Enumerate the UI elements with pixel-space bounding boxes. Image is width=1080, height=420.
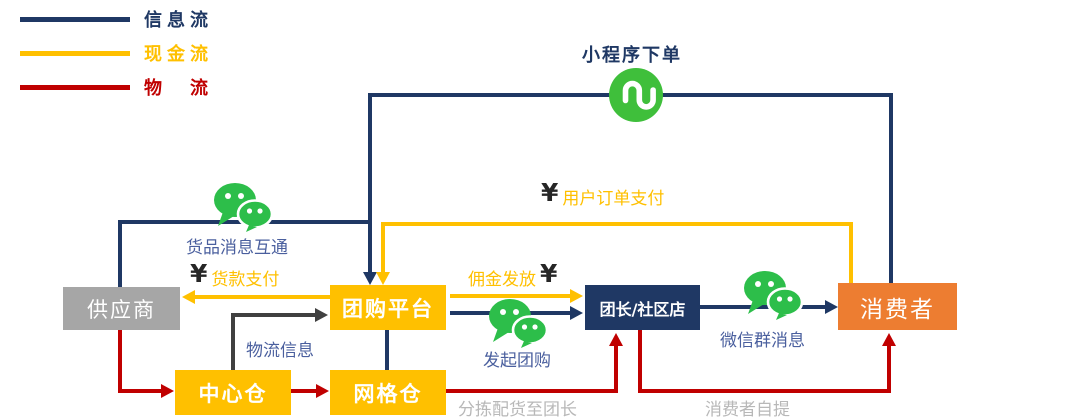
wechat-icon: [211, 181, 274, 236]
logistics-line-up-to-consumer: [887, 345, 891, 391]
logistics-info-line-up: [231, 313, 235, 370]
info-flow-line-swatch: [20, 16, 130, 22]
goods-payment-label: ¥ 货款支付: [190, 259, 280, 290]
wechat-icon: [741, 269, 804, 324]
info-line-into-platform: [368, 93, 372, 272]
logistics-info-line-right: [231, 313, 315, 317]
logistics-line-up-to-leader: [614, 345, 618, 391]
info-line-wechat-group: [700, 305, 825, 309]
self-pickup-label: 消费者自提: [705, 400, 790, 420]
wechat-group-message-label: 微信群消息: [720, 331, 805, 351]
yen-icon: ¥: [540, 259, 558, 288]
node-central-warehouse: 中心仓: [175, 370, 291, 415]
arrowhead-info-into-platform: [363, 272, 377, 285]
legend-label: 物 流: [144, 78, 213, 99]
arrowhead-wechat-group: [825, 300, 838, 314]
logistics-line-grid-right: [446, 389, 618, 393]
arrowhead-to-consumer: [882, 333, 896, 346]
yen-icon: ¥: [541, 178, 559, 207]
node-supplier: 供应商: [63, 287, 180, 330]
yen-icon: ¥: [190, 259, 208, 288]
cash-flow-line-swatch: [20, 50, 130, 56]
arrowhead-commission: [570, 289, 583, 303]
info-line-consumer-up: [889, 93, 893, 283]
logistics-flow-line-swatch: [20, 84, 130, 90]
legend-item-logistics-flow: 物 流: [20, 74, 213, 100]
node-consumer: 消费者: [838, 283, 957, 330]
logistics-line-pickup-right: [638, 389, 891, 393]
legend-label: 现金流: [144, 44, 213, 65]
arrowhead-order-payment-into-platform: [376, 272, 390, 285]
legend-item-cash-flow: 现金流: [20, 40, 213, 66]
arrowhead-to-leader: [609, 333, 623, 346]
cash-line-commission: [450, 294, 570, 298]
logistics-line-to-central: [118, 389, 161, 393]
cash-line-into-platform: [381, 222, 385, 272]
mini-program-order-label: 小程序下单: [582, 45, 682, 66]
info-line-supplier-up: [118, 220, 122, 287]
node-groupbuy-platform: 团购平台: [330, 285, 446, 330]
cash-line-goods-payment: [195, 295, 330, 299]
arrowhead-initiate-groupbuy: [570, 306, 583, 320]
arrowhead-goods-payment: [182, 290, 195, 304]
legend-label: 信息流: [144, 10, 213, 31]
initiate-groupbuy-label: 发起团购: [483, 351, 551, 371]
cash-line-consumer-up: [849, 224, 853, 283]
cash-line-order-payment: [381, 222, 853, 226]
arrowhead-to-central-warehouse: [161, 384, 174, 398]
legend-item-info-flow: 信息流: [20, 6, 213, 32]
goods-info-label: 货品消息互通: [186, 238, 288, 258]
logistics-line-leader-down: [638, 330, 642, 391]
logistics-line-central-grid: [290, 389, 316, 393]
logistics-line-supplier-down: [118, 330, 122, 391]
wechat-mini-program-icon: [608, 67, 664, 127]
commission-label: 佣金发放 ¥: [468, 259, 558, 290]
arrowhead-logistics-info: [315, 308, 328, 322]
sorting-delivery-label: 分拣配货至团长: [458, 400, 577, 420]
user-order-payment-label: ¥ 用户订单支付: [541, 178, 665, 209]
node-grid-warehouse: 网格仓: [330, 370, 446, 415]
node-leader-community-store: 团长/社区店: [585, 285, 700, 330]
logistics-info-label: 物流信息: [246, 341, 314, 361]
wechat-icon: [486, 297, 549, 352]
arrowhead-to-grid-warehouse: [316, 384, 329, 398]
info-line-platform-gridwarehouse: [385, 330, 389, 370]
